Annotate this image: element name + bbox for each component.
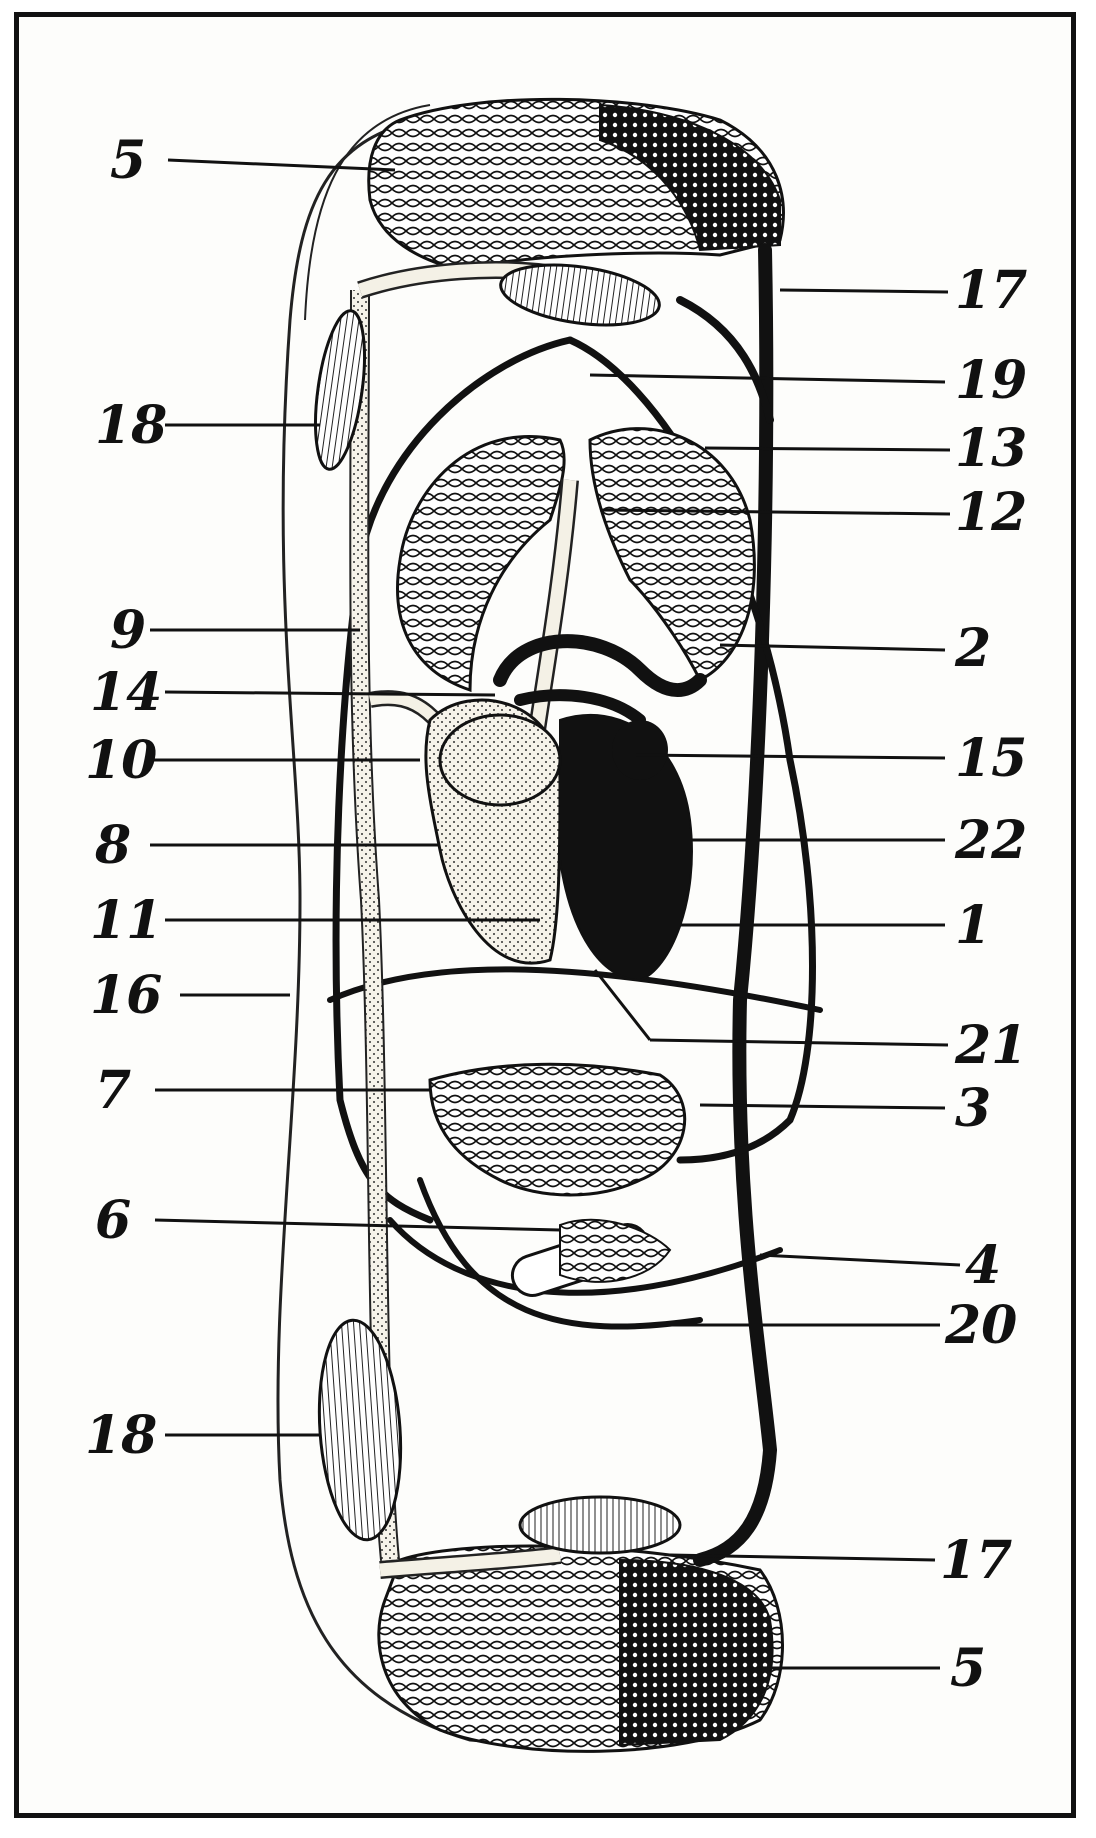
label-13: 13 xyxy=(955,418,1027,479)
label-2: 2 xyxy=(954,618,991,679)
label-3: 3 xyxy=(955,1078,991,1139)
label-6: 6 xyxy=(95,1190,131,1251)
label-18-top: 18 xyxy=(95,395,167,456)
label-7: 7 xyxy=(95,1060,131,1121)
label-16: 16 xyxy=(90,965,162,1026)
label-10: 10 xyxy=(85,730,157,791)
label-5-bottom: 5 xyxy=(950,1638,986,1699)
label-12: 12 xyxy=(955,482,1027,543)
label-8: 8 xyxy=(94,815,131,876)
heart xyxy=(426,700,692,980)
label-17-top: 17 xyxy=(955,260,1027,321)
label-18-bottom: 18 xyxy=(85,1405,157,1466)
label-14: 14 xyxy=(90,662,162,723)
label-19: 19 xyxy=(955,350,1027,411)
label-21: 21 xyxy=(954,1015,1027,1076)
label-1: 1 xyxy=(955,895,991,956)
label-5-top: 5 xyxy=(110,130,146,191)
lower-capillary-network xyxy=(379,1546,783,1751)
label-15: 15 xyxy=(955,728,1027,789)
label-22: 22 xyxy=(954,810,1027,871)
label-4: 4 xyxy=(965,1235,1001,1296)
lungs xyxy=(398,429,755,690)
upper-capillary-network xyxy=(369,99,784,270)
label-11: 11 xyxy=(90,890,162,951)
pulmonary-trunk xyxy=(500,641,700,720)
label-9: 9 xyxy=(110,600,146,661)
label-20: 20 xyxy=(944,1295,1017,1356)
label-17-bottom: 17 xyxy=(940,1530,1012,1591)
